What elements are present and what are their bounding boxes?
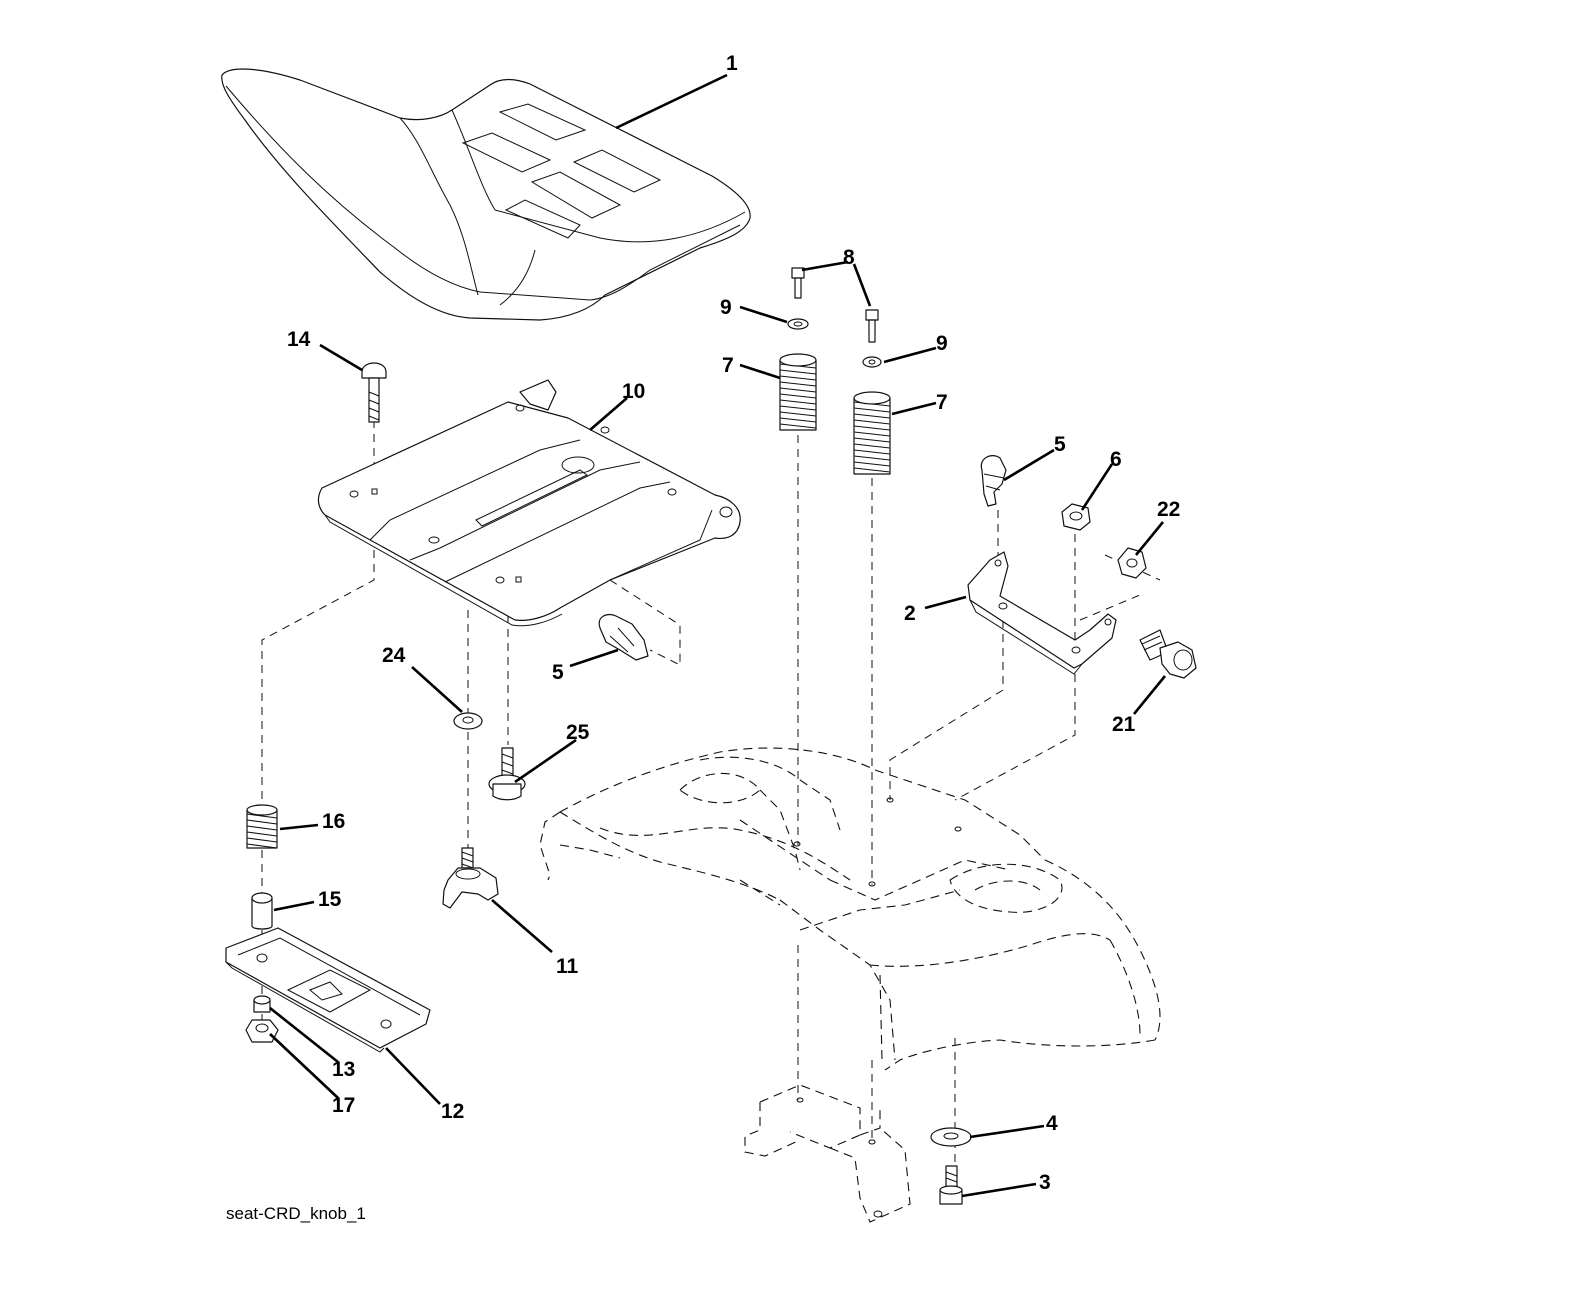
callout-24: 24: [382, 644, 406, 667]
callout-12: 12: [441, 1100, 464, 1123]
callout-22: 22: [1157, 498, 1180, 521]
callout-9-left: 9: [720, 296, 732, 319]
callout-14: 14: [287, 328, 311, 351]
callout-17: 17: [332, 1094, 355, 1117]
carriage-bolt: [361, 362, 387, 423]
callout-4: 4: [1046, 1112, 1058, 1135]
clip-lower: [598, 613, 649, 661]
hex-nut: [1061, 503, 1091, 531]
nut-13: [253, 995, 271, 1013]
seat: [221, 68, 751, 321]
callout-25: 25: [566, 721, 590, 744]
callout-labels: 1 14 10 8 9 9 7 7 5 6 22 2 21 5 24 25 16…: [287, 52, 1180, 1194]
mounting-bracket: [967, 551, 1117, 675]
washer-4: [930, 1127, 972, 1147]
callout-6: 6: [1110, 448, 1122, 471]
callout-2: 2: [904, 602, 916, 625]
slide-rail-plate: [225, 927, 431, 1053]
nut-17: [245, 1019, 279, 1043]
callout-9-right: 9: [936, 332, 948, 355]
flange-bolt: [488, 747, 526, 801]
flat-washer: [453, 712, 483, 730]
callout-3: 3: [1039, 1171, 1051, 1194]
callout-7-right: 7: [936, 391, 948, 414]
compression-spring: [246, 804, 278, 849]
callout-21: 21: [1112, 713, 1136, 736]
callout-10: 10: [622, 380, 645, 403]
callout-8: 8: [843, 246, 855, 269]
flange-nut: [1117, 547, 1147, 579]
callout-11: 11: [556, 955, 579, 978]
callout-5-upper: 5: [1054, 433, 1066, 456]
spring-bolt-assembly: [779, 267, 891, 475]
callout-13: 13: [332, 1058, 355, 1081]
callout-5-lower: 5: [552, 661, 564, 684]
seat-pan: [317, 379, 741, 627]
bolt-3: [939, 1165, 963, 1205]
shoulder-bolt: [1139, 629, 1197, 679]
adjustment-knob: [442, 847, 499, 909]
spacer: [251, 892, 273, 930]
callout-7-left: 7: [722, 354, 734, 377]
diagram-caption: seat-CRD_knob_1: [226, 1204, 366, 1223]
clip-upper: [980, 455, 1007, 507]
leader-lines: [269, 73, 1167, 1198]
callout-1: 1: [726, 52, 738, 75]
callout-15: 15: [318, 888, 342, 911]
callout-16: 16: [322, 810, 345, 833]
tractor-body-outline: [539, 747, 1161, 1223]
